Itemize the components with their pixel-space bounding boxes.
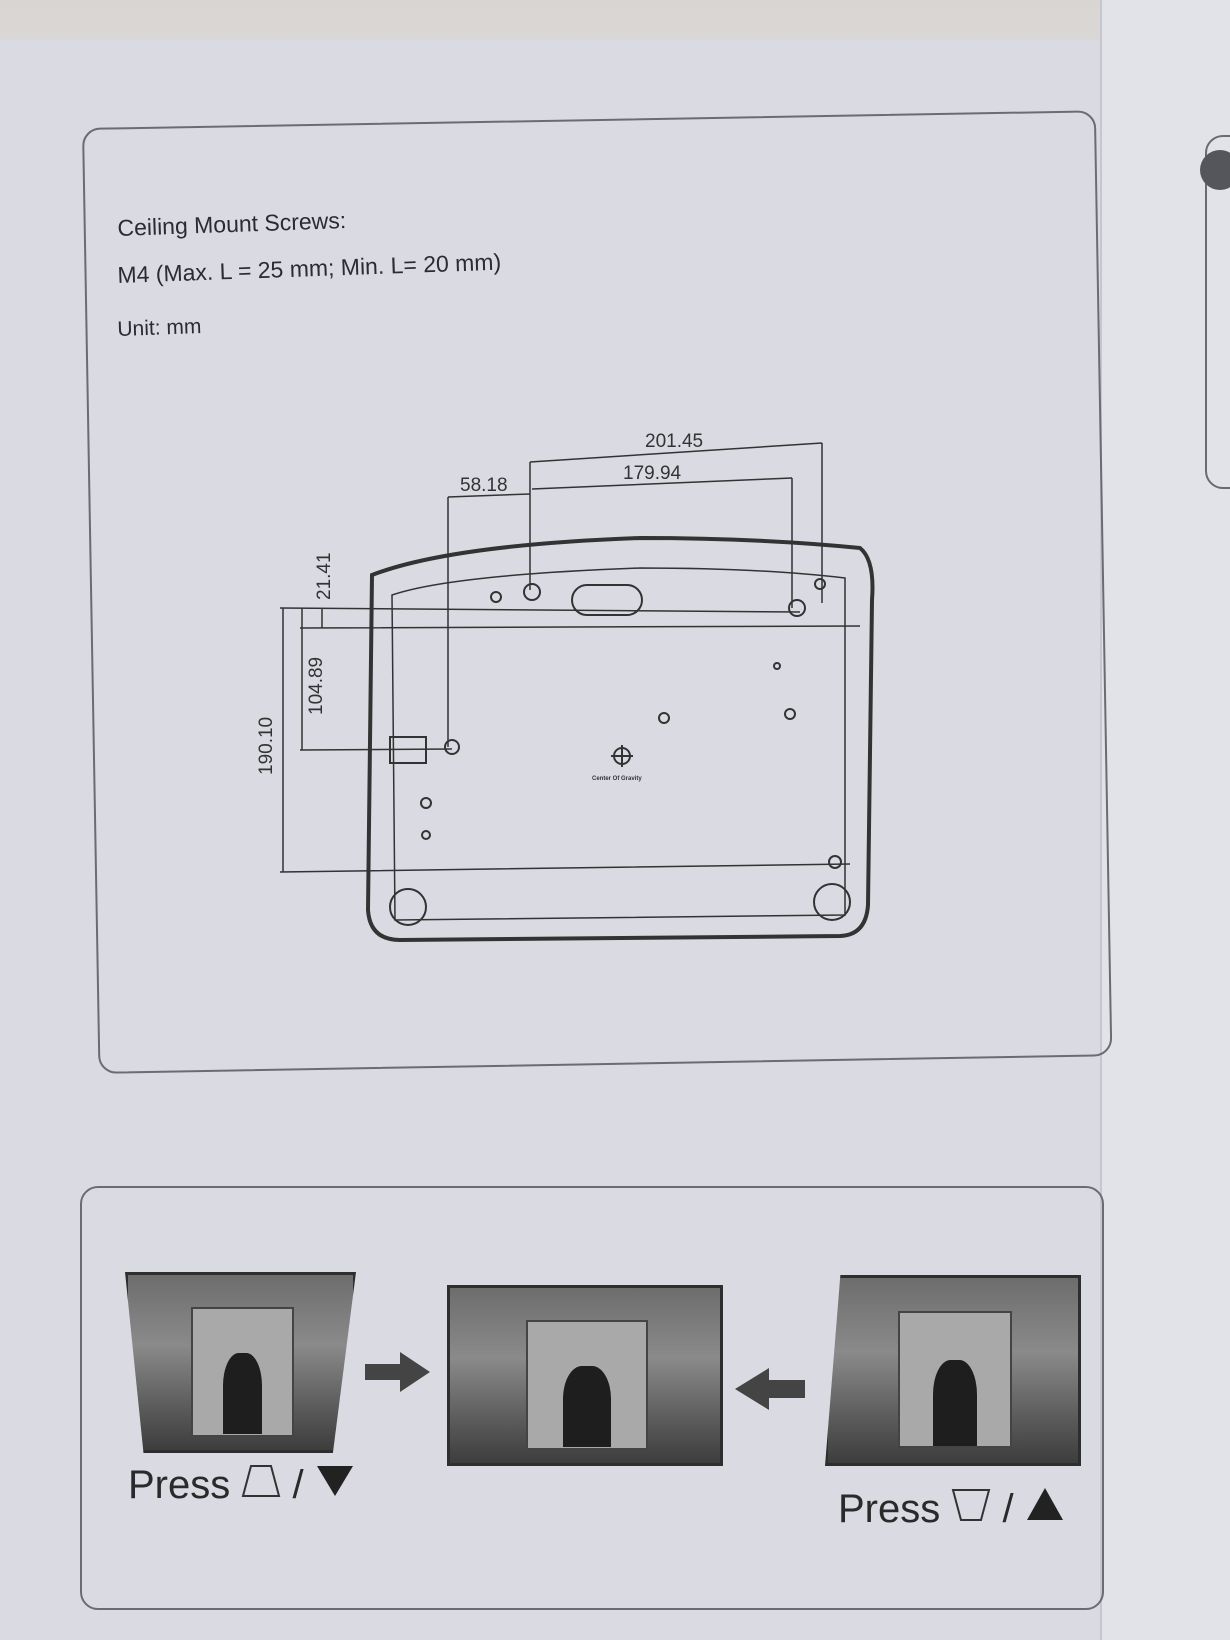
up-triangle-icon [1026,1488,1063,1520]
adjacent-page-badge [1200,150,1230,190]
adjacent-page-box [1205,135,1230,489]
dim-21-41: 21.41 [314,552,335,600]
arrow-left-icon [735,1368,805,1410]
press-left-instruction: Press / [128,1462,355,1508]
keystone-image-left [125,1272,356,1453]
separator: / [1002,1487,1014,1531]
dim-104-89: 104.89 [306,657,327,715]
dim-179-94: 179.94 [623,463,682,484]
adjacent-page [1100,0,1230,1640]
keystone-panel [80,1186,1104,1610]
down-triangle-icon [316,1466,353,1496]
press-left-label: Press [128,1463,231,1507]
keystone-trapezoid-down-icon [952,1489,991,1521]
dim-190-10: 190.10 [256,717,277,775]
keystone-image-right [825,1275,1081,1466]
keystone-trapezoid-up-icon [242,1465,281,1497]
press-right-label: Press [838,1487,941,1531]
projector-outline [365,535,875,943]
dim-201-45: 201.45 [645,431,703,452]
center-of-gravity-label: Center Of Gravity [592,776,642,782]
press-right-instruction: Press / [838,1486,1065,1532]
separator: / [292,1463,304,1507]
keystone-image-corrected [447,1285,723,1466]
dim-58-18: 58.18 [460,475,508,496]
arrow-right-icon [365,1352,430,1392]
